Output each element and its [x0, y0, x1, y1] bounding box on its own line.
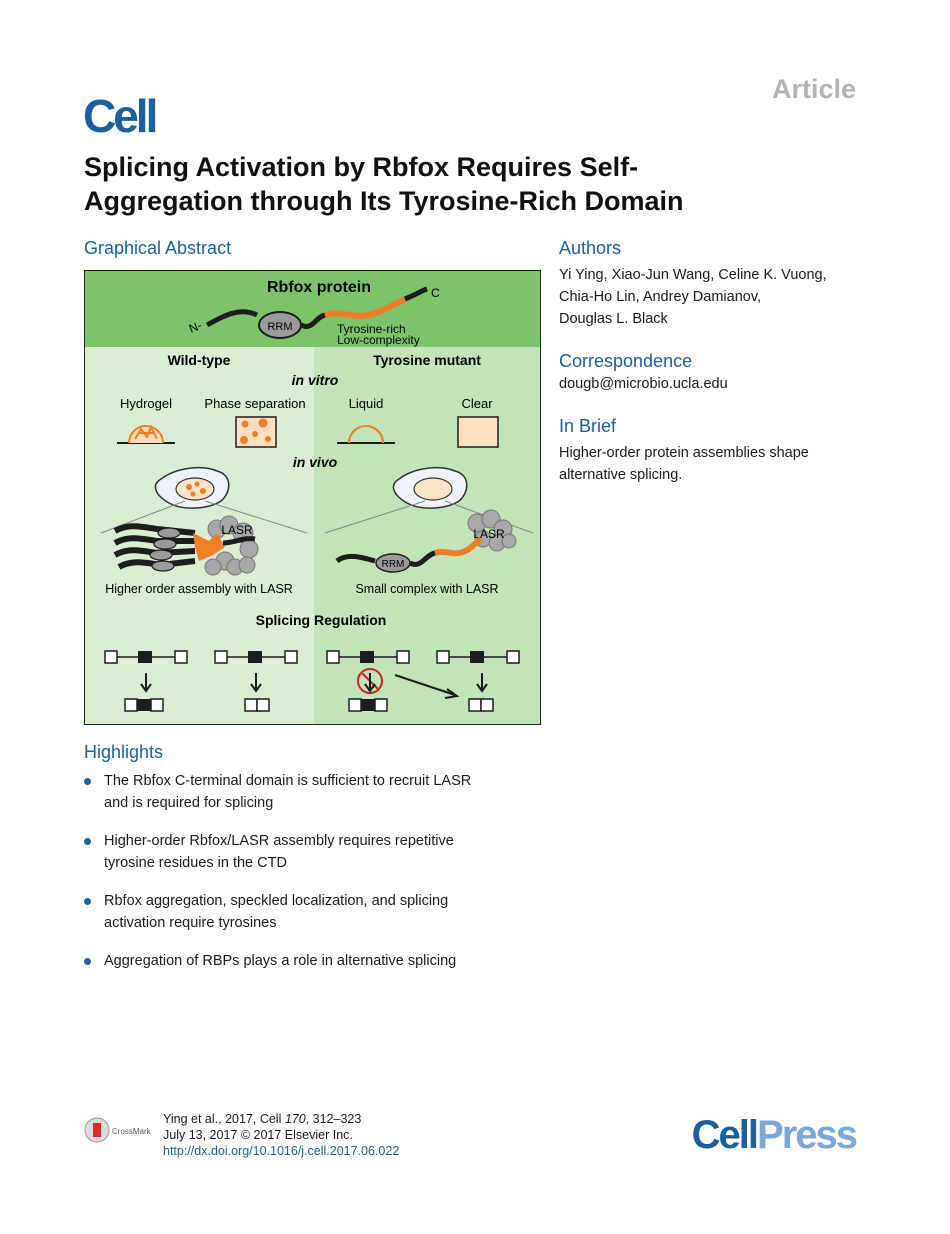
graphical-abstract-svg: Rbfox protein N- RRM C Tyrosine-rich Low…: [85, 271, 540, 724]
splicing-pattern-1: [104, 650, 188, 712]
higher-order-label: Higher order assembly with LASR: [105, 582, 293, 596]
crossmark-label: CrossMark: [112, 1127, 152, 1136]
small-complex-label: Small complex with LASR: [355, 582, 498, 596]
cellpress-logo: CellPress: [691, 1113, 858, 1157]
citation-line: Ying et al., 2017, Cell 170, 312–323: [163, 1112, 362, 1126]
domain-label-2: Low-complexity: [337, 333, 420, 347]
droplet: [252, 431, 258, 437]
droplet: [240, 436, 248, 444]
highlights-heading: Highlights: [84, 742, 164, 762]
protein-panel-bg: [85, 271, 540, 347]
wildtype-label: Wild-type: [168, 352, 231, 368]
liquid-drop: [348, 425, 384, 444]
rrm-label: RRM: [267, 321, 292, 333]
rbfox-monomer: [335, 536, 483, 573]
zoom-line: [324, 500, 426, 534]
n-terminus-label: N-: [187, 318, 204, 336]
highlight-item: Aggregation of RBPs plays a role in alte…: [84, 950, 534, 972]
lasr-complex-mutant: [467, 509, 517, 552]
droplet: [265, 436, 271, 442]
authors-heading: Authors: [559, 238, 622, 258]
in-vitro-label: in vitro: [292, 372, 339, 388]
date-line: July 13, 2017 © 2017 Elsevier Inc.: [163, 1128, 353, 1142]
in-brief-text: Higher-order protein assemblies shape al…: [559, 442, 879, 486]
lasr-label: LASR: [221, 523, 253, 537]
n-linker: [205, 309, 259, 328]
highlight-item: The Rbfox C-terminal domain is sufficien…: [84, 770, 534, 814]
protein-title: Rbfox protein: [267, 279, 371, 296]
rrm-label-mutant: RRM: [382, 559, 405, 570]
tyrosine-rich-domain: [324, 296, 407, 319]
hydrogel-label: Hydrogel: [120, 396, 172, 411]
droplet: [241, 420, 249, 428]
c-terminus-label: C: [431, 286, 440, 300]
mutant-label: Tyrosine mutant: [373, 352, 481, 368]
correspondence-heading: Correspondence: [559, 351, 693, 371]
doi-link[interactable]: http://dx.doi.org/10.1016/j.cell.2017.06…: [163, 1144, 400, 1158]
correspondence-email[interactable]: dougb@microbio.ucla.edu: [559, 376, 728, 392]
crossmark-badge[interactable]: CrossMark: [84, 1115, 158, 1145]
graphical-abstract-heading: Graphical Abstract: [84, 238, 232, 258]
phase-separation-label: Phase separation: [204, 396, 305, 411]
authors-line: Chia-Ho Lin, Andrey Damianov,: [559, 289, 762, 305]
bullet-icon: [84, 838, 91, 845]
authors-line: Yi Ying, Xiao-Jun Wang, Celine K. Vuong,: [559, 267, 827, 283]
splicing-pattern-2: [214, 650, 298, 712]
wildtype-panel-bg: [85, 347, 314, 724]
crossmark-icon: CrossMark: [84, 1117, 152, 1143]
journal-logo: Cell: [83, 90, 158, 142]
droplet: [258, 418, 268, 428]
highlight-item: Higher-order Rbfox/LASR assembly require…: [84, 830, 534, 874]
in-brief-line: Higher-order protein assemblies shape: [559, 445, 809, 461]
rrm-linker: [299, 312, 326, 329]
paper-title: Splicing Activation by Rbfox Requires Se…: [84, 152, 684, 216]
authors-list: Yi Ying, Xiao-Jun Wang, Celine K. Vuong,…: [559, 264, 879, 330]
citation-block: Ying et al., 2017, Cell 170, 312–323 Jul…: [163, 1111, 399, 1159]
splicing-pattern-3: [326, 650, 460, 712]
mutant-nucleus: [413, 477, 453, 501]
in-brief-heading: In Brief: [559, 416, 617, 436]
wildtype-nucleus: [175, 477, 215, 501]
in-brief-line: alternative splicing.: [559, 467, 683, 483]
lasr-label-mutant: LASR: [473, 527, 505, 541]
bullet-icon: [84, 778, 91, 785]
clear-box: [457, 416, 499, 448]
domain-label-1: Tyrosine-rich: [337, 322, 406, 336]
highlight-item: Rbfox aggregation, speckled localization…: [84, 890, 534, 934]
clear-label: Clear: [461, 396, 493, 411]
hydrogel-fibers: [134, 424, 158, 440]
in-vivo-label: in vivo: [293, 454, 338, 470]
bullet-icon: [84, 958, 91, 965]
splicing-pattern-4: [436, 650, 520, 712]
authors-line: Douglas L. Black: [559, 311, 668, 327]
zoom-line: [204, 500, 308, 534]
liquid-label: Liquid: [349, 396, 384, 411]
rbfox-aggregate: [113, 523, 256, 572]
article-type-label: Article: [771, 74, 856, 104]
bullet-icon: [84, 898, 91, 905]
lasr-complex-wildtype: [204, 515, 259, 576]
splicing-regulation-label: Splicing Regulation: [256, 612, 387, 628]
highlights-list: The Rbfox C-terminal domain is sufficien…: [84, 770, 534, 988]
graphical-abstract-figure: Rbfox protein N- RRM C Tyrosine-rich Low…: [84, 270, 541, 725]
c-tail: [404, 286, 428, 302]
